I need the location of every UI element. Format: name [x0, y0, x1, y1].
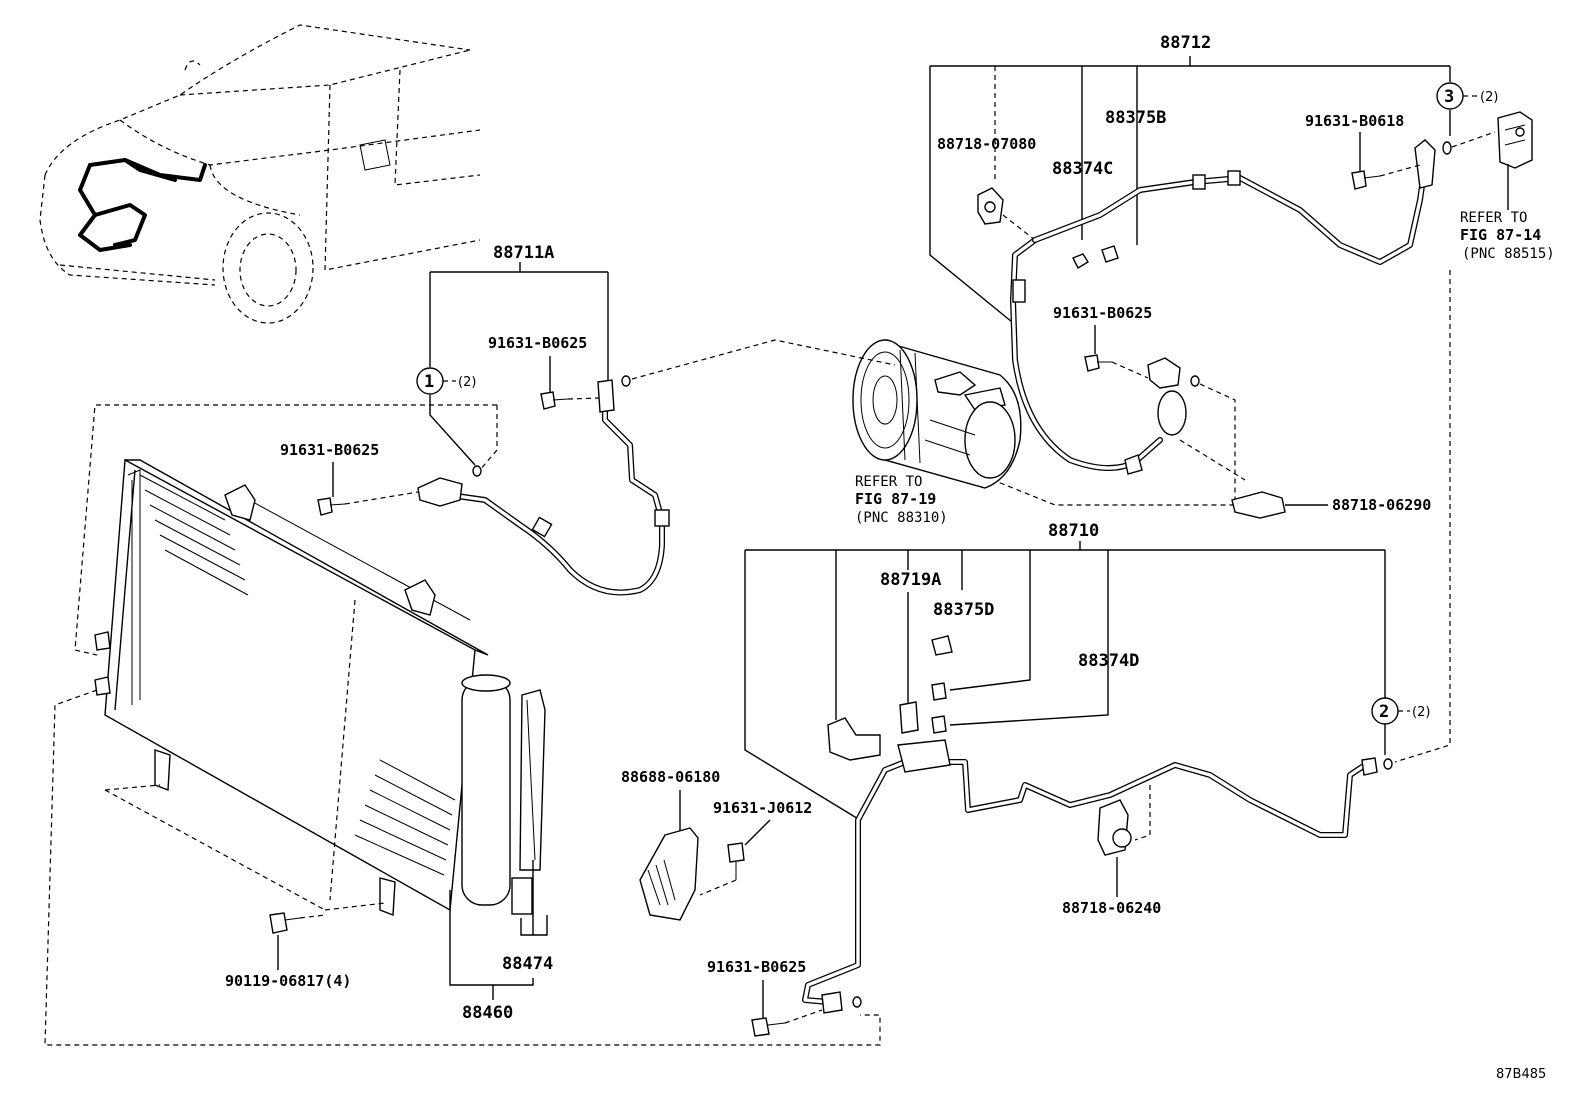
part-label-90119-06817: 90119-06817(4) [225, 972, 351, 990]
group-label-88474: 88474 [502, 954, 553, 974]
pressure-switch-icon [899, 682, 947, 734]
ref-compressor-line2: FIG 87-19 [855, 490, 936, 508]
part-label-91631-j0612: 91631-J0612 [713, 799, 812, 817]
clamp-icon [977, 187, 1004, 225]
part-label-91631-b0625-left: 91631-B0625 [280, 441, 379, 459]
part-label-88374d: 88374D [1078, 651, 1139, 671]
group-label-88712: 88712 [1160, 33, 1211, 53]
svg-text:1: 1 [424, 372, 434, 392]
part-label-91631-b0625-upper: 91631-B0625 [1053, 304, 1152, 322]
figure-code: 87B485 [1496, 1067, 1546, 1082]
hose-sleeve [1227, 170, 1241, 186]
svg-text:(2): (2) [1480, 90, 1498, 105]
expansion-valve-icon [1497, 111, 1533, 169]
part-label-88718-06290: 88718-06290 [1332, 496, 1431, 514]
condenser-icon [94, 458, 489, 916]
part-label-91631-b0625-mid: 91631-B0625 [488, 334, 587, 352]
part-label-88718-07080: 88718-07080 [937, 135, 1036, 153]
valve-cap-icon [931, 635, 953, 656]
group-label-88711a: 88711A [493, 243, 554, 263]
part-label-91631-b0618: 91631-B0618 [1305, 112, 1404, 130]
clamp-icon [827, 717, 881, 761]
svg-text:(2): (2) [1412, 705, 1430, 720]
o-ring-icon [1442, 141, 1452, 155]
hose-sleeve [531, 516, 553, 538]
hose-sleeve [1192, 174, 1206, 190]
bracket-icon [639, 827, 699, 921]
group-88712: 88712 [929, 33, 1451, 323]
svg-text:(2): (2) [458, 375, 476, 390]
callout-3: 3 (2) [1436, 82, 1498, 110]
ref-compressor-line1: REFER TO [855, 474, 922, 490]
o-ring-icon [852, 996, 862, 1008]
callout-2: 2 (2) [1371, 697, 1430, 725]
bolt-icon [269, 912, 301, 934]
ref-valve-line3: (PNC 88515) [1462, 246, 1555, 262]
group-label-88460: 88460 [462, 1003, 513, 1023]
bolt-icon [317, 497, 346, 516]
part-label-88375b: 88375B [1105, 108, 1166, 128]
receiver-dryer-icon [461, 674, 546, 915]
valve-cap-icon [1072, 245, 1119, 269]
ref-compressor-line3: (PNC 88310) [855, 510, 948, 526]
clamp-icon [1097, 799, 1132, 856]
group-label-88710: 88710 [1048, 521, 1099, 541]
bolt-icon [1351, 170, 1381, 190]
ref-valve-line2: FIG 87-14 [1460, 226, 1541, 244]
group-88710: 88710 [744, 521, 1386, 821]
part-label-88375d: 88375D [933, 600, 994, 620]
part-label-88688-06180: 88688-06180 [621, 768, 720, 786]
compressor-icon [852, 339, 1022, 489]
part-label-88374c: 88374C [1052, 159, 1113, 179]
bracket-icon [1231, 491, 1286, 519]
muffler [1157, 390, 1187, 436]
svg-text:3: 3 [1444, 87, 1454, 107]
callout-1: 1 (2) [416, 367, 476, 395]
group-88711a: 88711A [429, 243, 609, 466]
part-label-88718-06240: 88718-06240 [1062, 899, 1161, 917]
pipe-block [897, 739, 951, 773]
bolt-icon [1084, 354, 1112, 372]
o-ring-icon [621, 375, 631, 387]
o-ring-icon [1190, 375, 1200, 387]
part-label-91631-b0625-bottom: 91631-B0625 [707, 958, 806, 976]
svg-text:2: 2 [1379, 702, 1389, 722]
o-ring-icon [1383, 758, 1393, 770]
vehicle-outline-icon [39, 24, 481, 324]
hose-sleeve [654, 509, 670, 527]
hose-sleeve [1012, 279, 1026, 303]
bolt-icon [751, 1017, 786, 1037]
o-ring-icon [472, 465, 482, 477]
part-label-88719a: 88719A [880, 570, 941, 590]
bolt-icon [727, 842, 745, 880]
ref-valve-line1: REFER TO [1460, 210, 1527, 226]
bolt-icon [540, 391, 569, 410]
